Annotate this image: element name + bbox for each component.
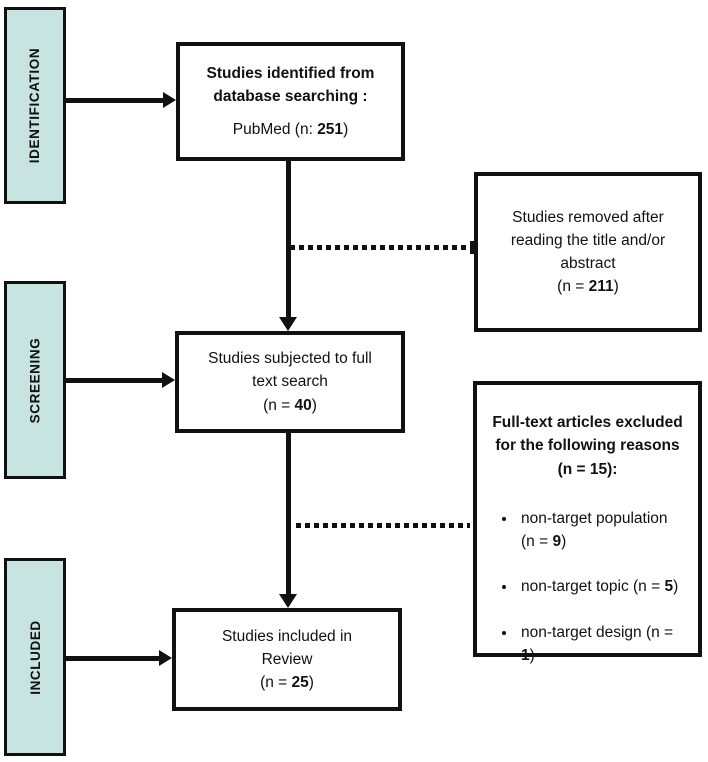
excluded-reason-population: non-target population(n = 9) (517, 507, 686, 554)
stage-included-label: INCLUDED (27, 619, 43, 695)
arrow-fulltext-to-included-line (286, 433, 291, 594)
arrow-identified-to-fulltext-line (286, 161, 291, 317)
stage-screening: SCREENING (4, 281, 66, 479)
arrow-screening-line (66, 378, 162, 383)
excluded-reasons-list: non-target population(n = 9) non-target … (487, 507, 688, 689)
excluded-reason-topic: non-target topic (n = 5) (517, 575, 686, 598)
stage-screening-label: SCREENING (27, 337, 43, 423)
stage-identification: IDENTIFICATION (4, 7, 66, 204)
dotted-connector-removed (290, 245, 470, 250)
arrow-screening-head (162, 372, 175, 388)
arrow-identified-to-fulltext-head (279, 317, 297, 331)
arrow-included-line (66, 656, 159, 661)
stage-included: INCLUDED (4, 558, 66, 756)
stage-identification-label: IDENTIFICATION (27, 47, 43, 164)
arrow-identification-line (66, 98, 163, 103)
arrow-fulltext-to-included-head (279, 594, 297, 608)
excluded-reason-design: non-target design (n = 1) (517, 621, 686, 668)
dotted-connector-removed-end (470, 241, 474, 254)
arrow-identification-head (163, 92, 176, 108)
box-studies-identified-count: PubMed (n: 251) (232, 121, 349, 139)
arrow-included-head (159, 650, 172, 666)
dotted-connector-excluded (296, 523, 470, 528)
